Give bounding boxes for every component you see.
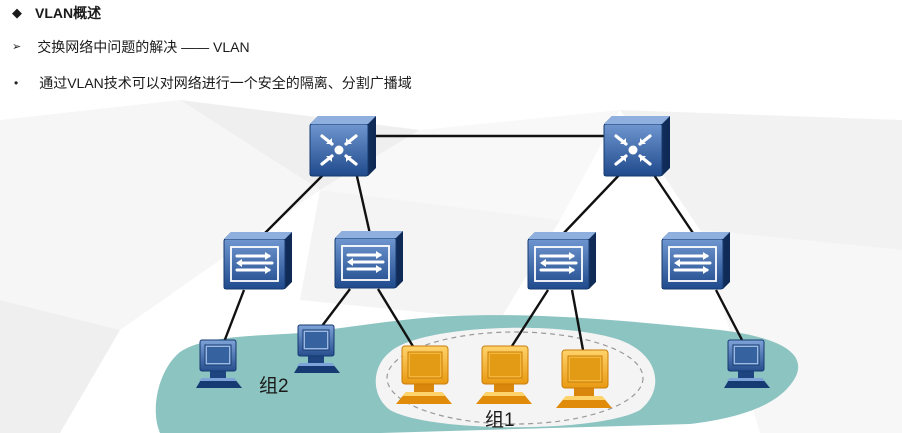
heading-title: VLAN概述	[35, 5, 102, 21]
link-sw4-pc6	[714, 289, 744, 341]
link-core1-sw1	[261, 171, 327, 237]
link-sw3-pc5	[570, 289, 585, 351]
access-switch-3-icon	[526, 230, 598, 291]
arrow-bullet-icon: ➢	[12, 41, 22, 53]
group1-label: 组1	[485, 409, 515, 431]
access-switch-4-icon	[660, 230, 732, 291]
link-sw3-pc4	[510, 289, 550, 347]
link-core2-sw3	[560, 171, 623, 237]
bullet-text-2: 通过VLAN技术可以对网络进行一个安全的隔离、分割广播域	[39, 75, 412, 91]
pc-group2-mid-icon	[293, 324, 341, 374]
link-core2-sw4	[651, 171, 696, 237]
access-switch-2-icon	[333, 229, 405, 290]
bullet-item-2: • 通过VLAN技术可以对网络进行一个安全的隔离、分割广播域	[12, 73, 412, 93]
group1-boundary	[386, 331, 644, 425]
link-sw1-pc1	[222, 289, 246, 343]
pc-group2-left-icon	[195, 339, 243, 389]
pc-group1-mid-icon	[475, 345, 533, 405]
link-sw2-pc2	[321, 288, 351, 327]
pc-group1-left-icon	[395, 345, 453, 405]
bullet-item-1: ➢ 交换网络中问题的解决 —— VLAN	[12, 37, 250, 57]
core-switch-left-icon	[308, 114, 378, 178]
links	[222, 134, 744, 351]
group2-label: 组2	[259, 375, 289, 397]
dot-bullet-icon: •	[14, 76, 19, 90]
core-switch-right-icon	[602, 114, 672, 178]
bullet-text-1: 交换网络中问题的解决 —— VLAN	[37, 39, 250, 55]
access-switch-1-icon	[222, 230, 294, 291]
section-heading: ◆ VLAN概述	[12, 3, 101, 23]
link-core1-sw2	[354, 171, 372, 235]
pc-group1-right-icon	[555, 349, 613, 409]
pc-group2-right-icon	[723, 339, 771, 389]
link-sw2-pc3	[376, 288, 416, 349]
diamond-bullet-icon: ◆	[12, 5, 22, 20]
